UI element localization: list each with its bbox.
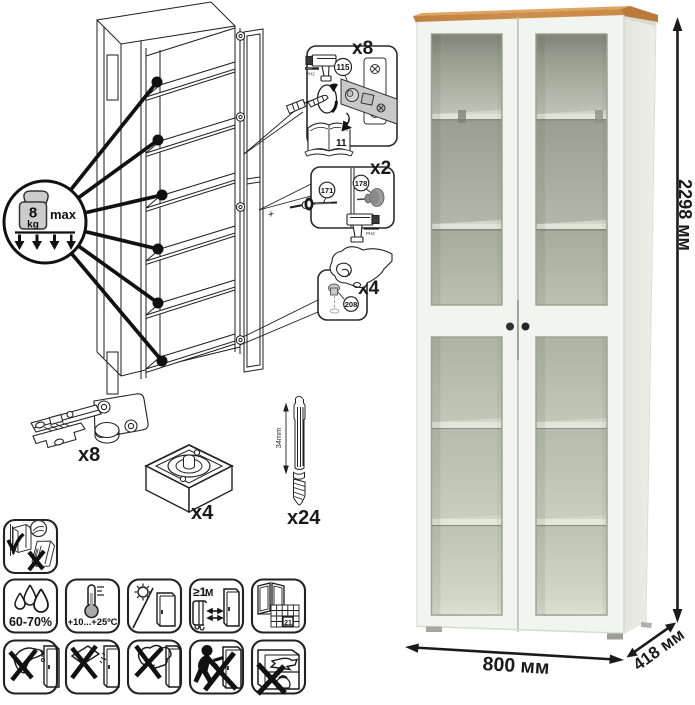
svg-text:kg: kg xyxy=(27,220,39,231)
svg-text:21: 21 xyxy=(284,620,292,627)
svg-text:x24: x24 xyxy=(287,507,321,529)
svg-text:178: 178 xyxy=(355,179,368,188)
svg-text:PH2: PH2 xyxy=(306,72,315,77)
svg-text:60-70%: 60-70% xyxy=(9,615,52,629)
svg-text:208: 208 xyxy=(345,300,358,309)
svg-text:2298 мм: 2298 мм xyxy=(675,179,695,251)
svg-text:11: 11 xyxy=(336,138,347,149)
svg-text:≥1: ≥1 xyxy=(193,585,207,599)
svg-text:max: max xyxy=(50,207,77,222)
svg-text:PH2: PH2 xyxy=(366,231,375,236)
svg-text:115: 115 xyxy=(337,63,350,72)
svg-text:x4: x4 xyxy=(191,502,214,524)
svg-text:+10...+25ºC: +10...+25ºC xyxy=(68,616,118,627)
svg-text:x8: x8 xyxy=(78,444,100,466)
svg-text:800 мм: 800 мм xyxy=(482,653,550,679)
svg-text:171: 171 xyxy=(321,186,334,195)
svg-text:34mm: 34mm xyxy=(274,428,283,449)
svg-text:x2: x2 xyxy=(370,158,391,179)
svg-text:M: M xyxy=(205,588,213,599)
svg-text:x8: x8 xyxy=(352,38,373,59)
svg-text:8: 8 xyxy=(29,205,37,222)
